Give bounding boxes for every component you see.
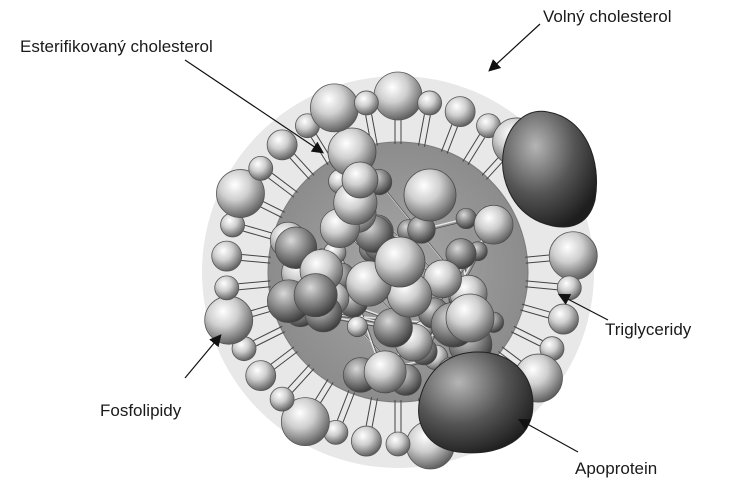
phospholipid-head bbox=[549, 232, 597, 280]
phospholipid-head bbox=[212, 241, 242, 271]
pointer-apoprotein bbox=[520, 420, 578, 452]
phospholipid-head bbox=[354, 91, 378, 115]
ester-molecule bbox=[375, 237, 425, 287]
phospholipid-head bbox=[310, 84, 358, 132]
phospholipid-head bbox=[267, 130, 297, 160]
label-phospholipids: Fosfolipidy bbox=[100, 401, 182, 420]
core-molecule bbox=[456, 208, 476, 228]
phospholipid-head bbox=[205, 296, 253, 344]
pointer-phospholipids bbox=[185, 336, 220, 378]
label-apoprotein: Apoprotein bbox=[575, 459, 657, 478]
phospholipid-head bbox=[215, 276, 239, 300]
ester-molecule bbox=[404, 169, 456, 221]
phospholipid-head bbox=[418, 91, 442, 115]
phospholipid-head bbox=[548, 304, 578, 334]
core-molecule bbox=[347, 317, 367, 337]
label-free-cholesterol: Volný cholesterol bbox=[543, 7, 672, 26]
label-esterified-cholesterol: Esterifikovaný cholesterol bbox=[20, 37, 213, 56]
core-molecule bbox=[364, 351, 406, 393]
ester-molecule bbox=[446, 294, 494, 342]
label-triglycerides: Triglyceridy bbox=[605, 320, 692, 339]
phospholipid-head bbox=[246, 361, 276, 391]
phospholipid-head bbox=[351, 426, 381, 456]
core-molecule bbox=[474, 205, 513, 244]
pointer-free-cholesterol bbox=[490, 24, 540, 70]
phospholipid-head bbox=[557, 276, 581, 300]
core-molecule bbox=[294, 274, 337, 317]
phospholipid-head bbox=[249, 156, 273, 180]
phospholipid-head bbox=[386, 432, 410, 456]
phospholipid-head bbox=[445, 97, 475, 127]
phospholipid-head bbox=[374, 72, 422, 120]
ester-molecule bbox=[342, 162, 378, 198]
phospholipid-head bbox=[270, 387, 294, 411]
